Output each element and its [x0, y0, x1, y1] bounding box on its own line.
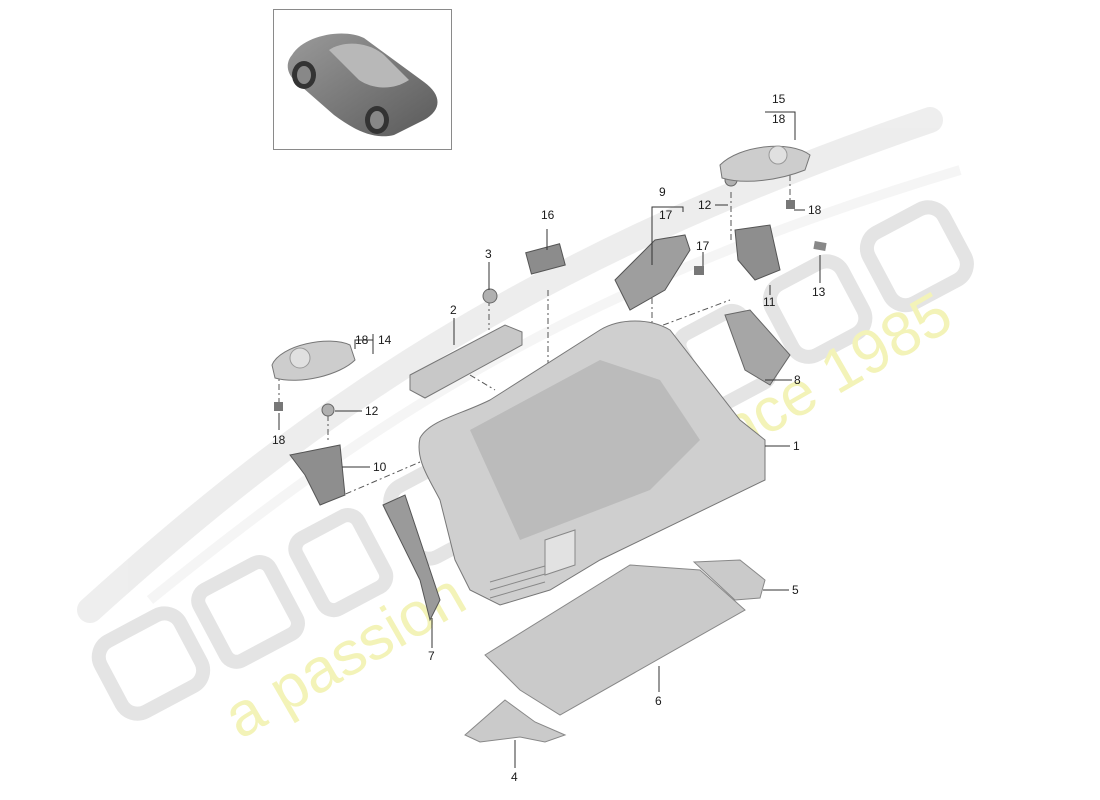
callout-17-clip[interactable]: 17 [696, 239, 710, 253]
part-11-bracket [734, 224, 781, 281]
callout-18-cover-left[interactable]: 18 [355, 333, 369, 347]
callout-5[interactable]: 5 [792, 583, 799, 597]
callout-8[interactable]: 8 [794, 373, 801, 387]
part-13-clip [813, 241, 827, 251]
callout-13[interactable]: 13 [812, 285, 826, 299]
callout-3[interactable]: 3 [485, 247, 492, 261]
car-icon [287, 33, 438, 137]
callout-18-clip-left[interactable]: 18 [272, 433, 286, 447]
part-9-bracket [614, 234, 691, 311]
part-10-bracket [289, 444, 346, 506]
callout-11[interactable]: 11 [763, 295, 776, 309]
callout-12-left[interactable]: 12 [365, 404, 379, 418]
part-6-floor-panel [484, 564, 746, 716]
part-5-floor-cover [692, 559, 766, 601]
part-3-nut [482, 288, 498, 304]
part-15-cover [719, 145, 811, 182]
callout-10[interactable]: 10 [373, 460, 387, 474]
callout-18-clip-right[interactable]: 18 [808, 203, 822, 217]
part-1-luggage-compartment-lining [418, 320, 766, 606]
callout-6[interactable]: 6 [655, 694, 662, 708]
part-2-trim [409, 324, 523, 399]
callout-9[interactable]: 9 [659, 185, 666, 199]
callout-18-cover-right[interactable]: 18 [772, 112, 786, 126]
callout-2[interactable]: 2 [450, 303, 457, 317]
callout-17-top[interactable]: 17 [659, 208, 673, 222]
part-18-clip-right [786, 200, 795, 209]
part-8-side-trim [724, 309, 791, 386]
part-18-clip-left [274, 402, 283, 411]
callout-12-right[interactable]: 12 [698, 198, 712, 212]
callout-15[interactable]: 15 [772, 92, 786, 106]
part-16-handle [525, 243, 566, 275]
part-4-floor-cover [464, 699, 567, 743]
callout-7[interactable]: 7 [428, 649, 435, 663]
callout-16[interactable]: 16 [541, 208, 555, 222]
part-7-side-trim [382, 494, 441, 622]
callout-14[interactable]: 14 [378, 333, 392, 347]
part-12-nut-left [321, 403, 335, 417]
part-17-clip [694, 266, 704, 275]
part-14-cover [271, 340, 356, 381]
callout-1[interactable]: 1 [793, 439, 800, 453]
callout-4[interactable]: 4 [511, 770, 518, 784]
vehicle-thumbnail [273, 9, 452, 150]
